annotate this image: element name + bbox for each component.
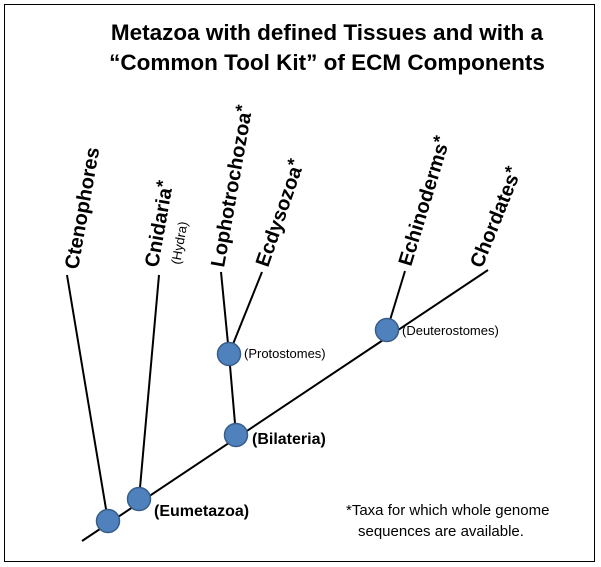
branch-ecdysozoa <box>228 271 263 355</box>
branch-cnidaria <box>138 274 160 500</box>
footnote-line-2: sequences are available. <box>358 523 524 540</box>
node-protostomes <box>216 341 242 367</box>
label-bilateria: (Bilateria) <box>252 431 326 448</box>
label-echinoderms: Echinoderms* <box>392 133 455 268</box>
branch-lophotrochozoa <box>220 271 230 355</box>
label-ecdysozoa: Ecdysozoa* <box>249 156 309 270</box>
node-bilateria <box>223 422 249 448</box>
title-line-2: “Common Tool Kit” of ECM Components <box>109 50 545 75</box>
footnote: *Taxa for which whole genome sequences a… <box>346 500 549 542</box>
label-chordates: Chordates* <box>463 163 526 271</box>
figure-frame <box>4 4 595 562</box>
node-eumetazoa <box>126 486 152 512</box>
label-ctenophores: Ctenophores <box>61 146 104 271</box>
label-hydra: (Hydra) <box>168 220 190 265</box>
node-deuterostomes <box>374 317 400 343</box>
branch-ctenophores <box>66 274 109 522</box>
tree-nodes <box>95 317 400 534</box>
title-line-1: Metazoa with defined Tissues and with a <box>110 20 544 45</box>
label-deuterostomes: (Deuterostomes) <box>402 323 499 338</box>
node-root <box>95 508 121 534</box>
footnote-line-1: *Taxa for which whole genome <box>346 502 550 519</box>
branch-protostomes <box>228 353 237 436</box>
label-lophotrochozoa: Lophotrochozoa* <box>204 103 257 269</box>
label-eumetazoa: (Eumetazoa) <box>154 503 249 520</box>
label-protostomes: (Protostomes) <box>244 346 326 361</box>
